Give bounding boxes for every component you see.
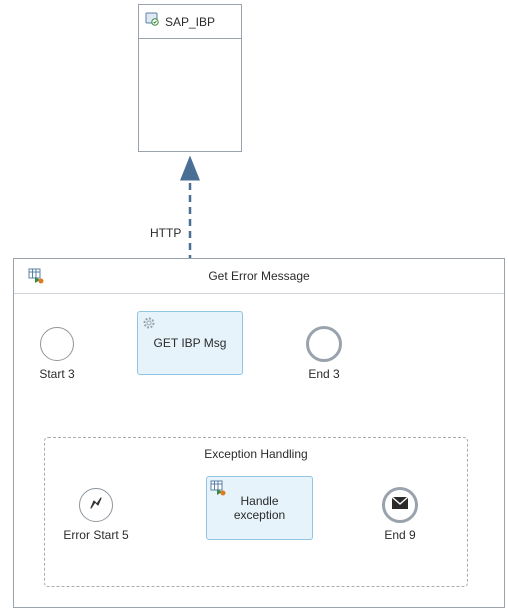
task-handle-exception[interactable]: Handle exception [206, 476, 313, 540]
pool-title: Get Error Message [208, 269, 310, 283]
integration-process-pool[interactable]: Get Error Message [13, 258, 505, 608]
message-end-event[interactable] [382, 487, 418, 523]
task-get-ibp-msg[interactable]: GET IBP Msg [137, 311, 243, 375]
task-label: GET IBP Msg [153, 336, 227, 350]
receiver-system-icon [145, 12, 159, 31]
message-end-label: End 9 [384, 528, 416, 542]
message-flow-label: HTTP [150, 226, 182, 240]
lightning-icon [88, 495, 104, 516]
end-event-label: End 3 [308, 367, 340, 381]
end-event[interactable] [306, 326, 342, 362]
integration-process-icon [28, 268, 44, 289]
exception-subprocess[interactable]: Exception Handling [44, 437, 468, 587]
start-event[interactable] [40, 327, 74, 361]
task-label: Handle exception [233, 494, 286, 522]
error-start-label: Error Start 5 [63, 528, 129, 542]
start-event-label: Start 3 [39, 367, 75, 381]
process-call-icon [210, 480, 226, 499]
subprocess-title: Exception Handling [204, 447, 308, 461]
receiver-header: SAP_IBP [139, 5, 241, 39]
gear-icon [142, 316, 156, 333]
pool-header: Get Error Message [14, 259, 504, 294]
envelope-icon [391, 495, 409, 515]
receiver-name: SAP_IBP [165, 14, 216, 29]
error-start-event[interactable] [79, 488, 113, 522]
receiver-participant[interactable]: SAP_IBP [138, 4, 242, 152]
